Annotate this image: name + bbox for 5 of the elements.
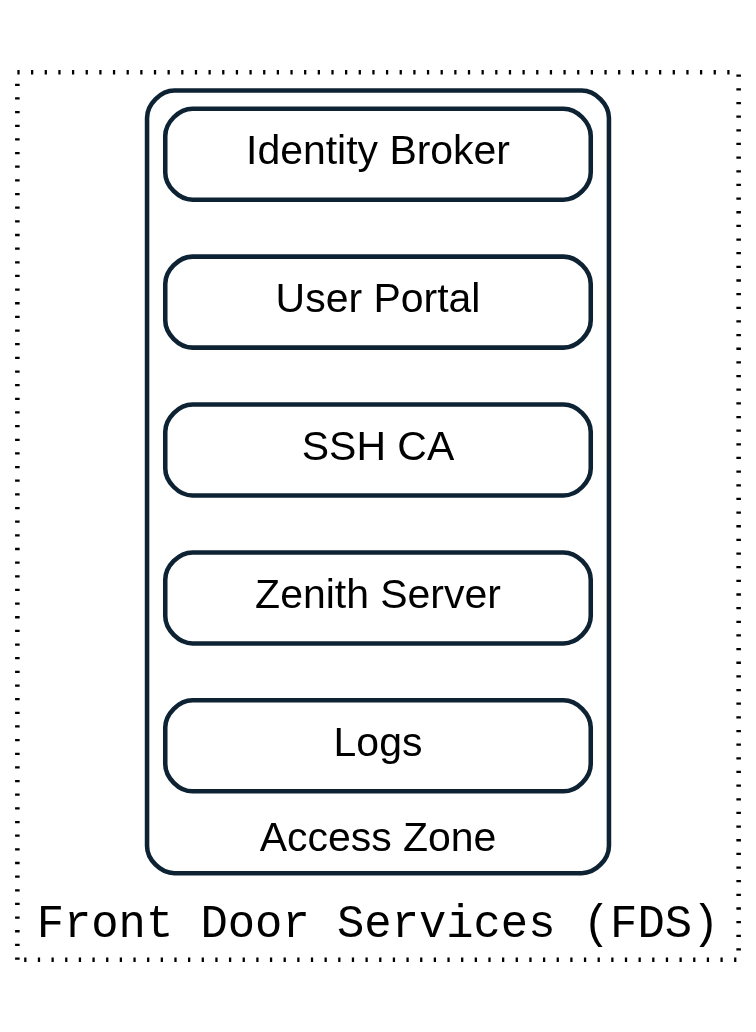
node-box: Identity Broker bbox=[162, 106, 594, 202]
node-box: SSH CA bbox=[162, 402, 594, 498]
node-box: Zenith Server bbox=[162, 550, 594, 646]
node-box: User Portal bbox=[162, 254, 594, 350]
node-box: Logs bbox=[162, 698, 594, 794]
